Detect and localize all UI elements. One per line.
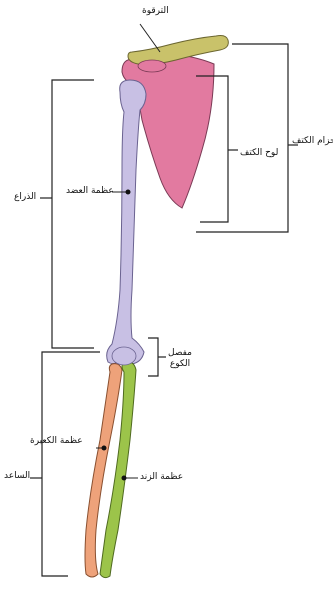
ulna-label: عظمة الزند xyxy=(140,472,183,483)
acromion xyxy=(138,60,166,72)
clavicle-label: الترقوة xyxy=(142,6,169,17)
scapula-label: لوح الكتف xyxy=(240,148,278,159)
humerus-bone xyxy=(107,80,146,365)
elbow-bracket xyxy=(148,338,158,376)
shoulder-girdle-label: حزام الكتف xyxy=(292,136,333,147)
elbow-label-line1: مفصل xyxy=(168,348,192,359)
arm-bracket xyxy=(52,80,94,348)
humerus-pointer-dot xyxy=(126,190,131,195)
ulna-pointer-dot xyxy=(122,476,127,481)
radius-pointer-dot xyxy=(102,446,107,451)
humerus-label: عظمة العضد xyxy=(66,186,114,197)
elbow-label-line2: الكوع xyxy=(168,359,192,370)
forearm-label: الساعد xyxy=(4,471,30,482)
arm-label: الذراع xyxy=(14,192,36,203)
elbow-joint xyxy=(112,347,136,365)
radius-label: عظمة الكعبرة xyxy=(30,436,83,447)
clavicle-leader xyxy=(140,24,160,52)
elbow-label: مفصل الكوع xyxy=(168,348,192,371)
